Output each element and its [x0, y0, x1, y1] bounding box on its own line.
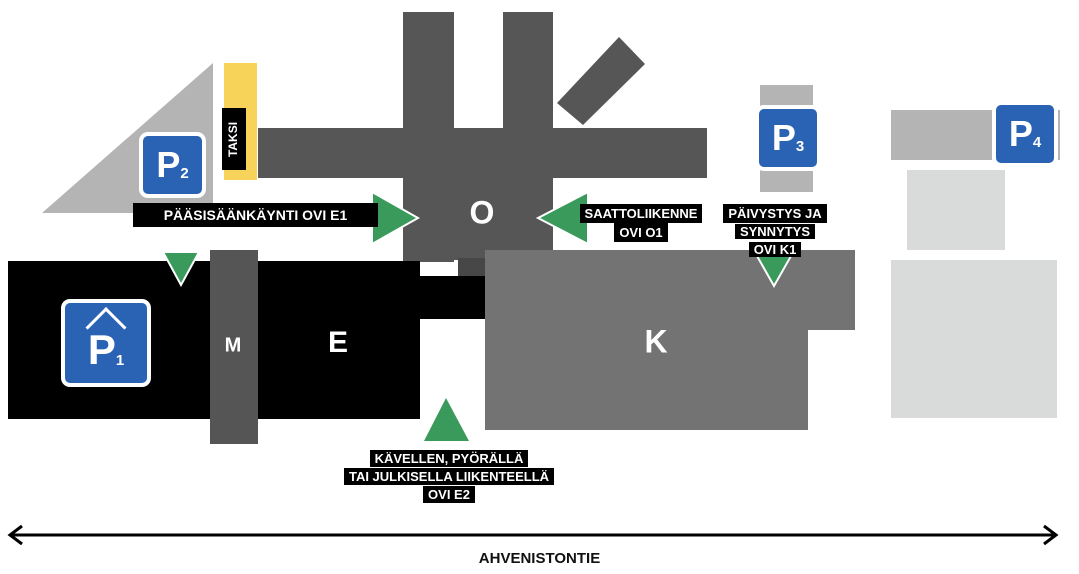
- entrance-e2-label: KÄVELLEN, PYÖRÄLLÄ TAI JULKISELLA LIIKEN…: [326, 450, 572, 504]
- building-k: [485, 250, 855, 430]
- road-arrow-icon: [7, 524, 1059, 546]
- pale-block-large: [891, 260, 1057, 418]
- arrow-parking-entry-icon: [161, 251, 201, 288]
- building-o-label: O: [469, 194, 495, 231]
- building-m: [210, 250, 258, 444]
- building-e-label: E: [327, 326, 349, 359]
- building-k-label: K: [644, 323, 668, 360]
- entrance-o1-label: SAATTOLIIKENNE OVI O1: [571, 204, 711, 242]
- entrance-k1-label: PÄIVYSTYS JA SYNNYTYS OVI K1: [714, 204, 836, 259]
- building-m-label: M: [224, 334, 242, 357]
- pale-block-small: [907, 170, 1005, 250]
- taxi-label: TAKSI: [222, 108, 246, 170]
- entrance-e1-label: PÄÄSISÄÄNKÄYNTI OVI E1: [133, 203, 378, 227]
- arrow-e2-icon: [424, 398, 469, 441]
- road-label: AHVENISTONTIE: [478, 550, 601, 567]
